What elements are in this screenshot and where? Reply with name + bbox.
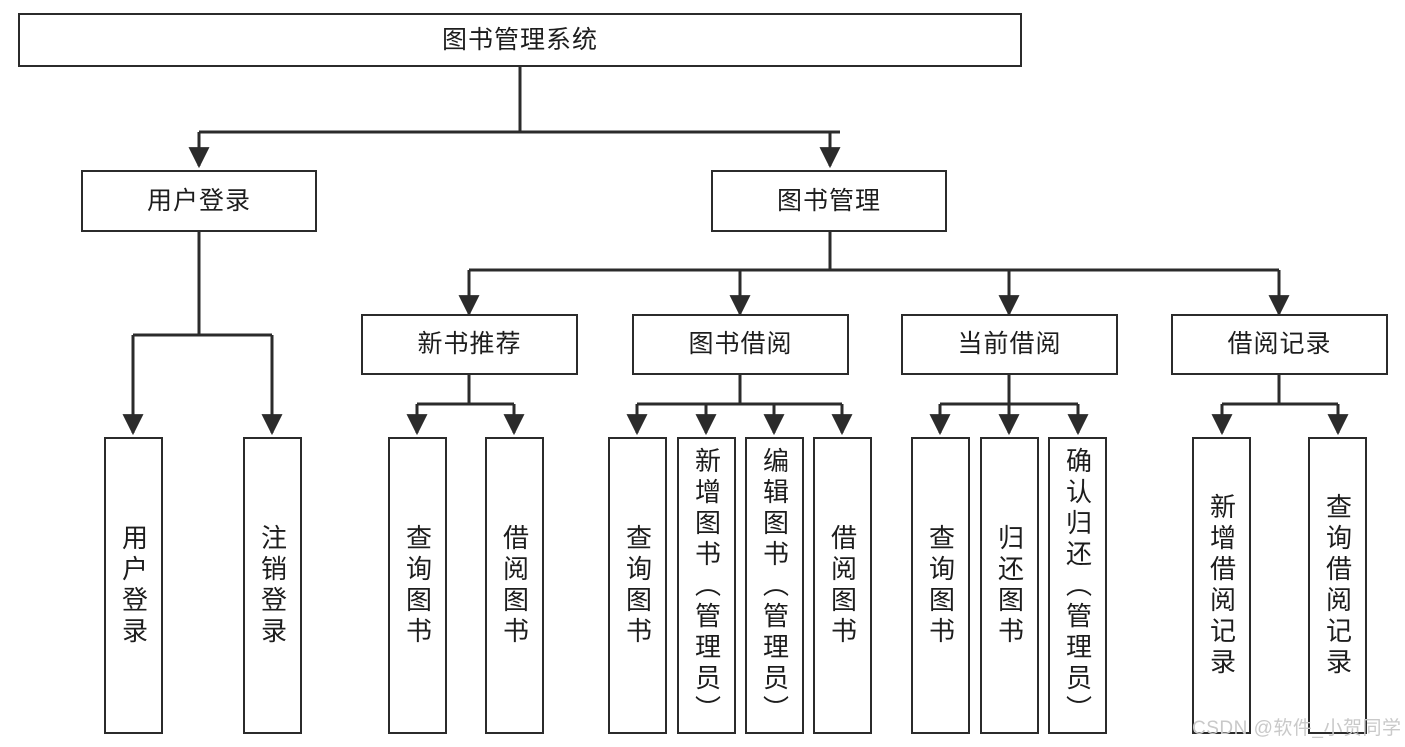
node-book-borrow[interactable]: 图书借阅 — [632, 314, 849, 375]
node-leaf-edit-book-admin[interactable]: 编辑图书（管理员） — [745, 437, 804, 734]
node-book-management-label: 图书管理 — [776, 186, 881, 215]
node-leaf-add-book-admin-label: 新增图书（管理员） — [691, 447, 722, 726]
node-book-borrow-label: 图书借阅 — [688, 330, 793, 359]
node-leaf-query-borrow-record[interactable]: 查询借阅记录 — [1308, 437, 1367, 734]
node-book-management[interactable]: 图书管理 — [711, 170, 947, 232]
node-leaf-user-login[interactable]: 用户登录 — [104, 437, 163, 734]
node-new-book-recommend-label: 新书推荐 — [417, 330, 522, 359]
node-leaf-user-login-label: 用户登录 — [118, 523, 149, 648]
node-user-login[interactable]: 用户登录 — [81, 170, 317, 232]
node-root-label: 图书管理系统 — [441, 25, 598, 54]
node-leaf-return-book[interactable]: 归还图书 — [980, 437, 1039, 734]
csdn-watermark: CSDN @软件_小贺同学 — [1192, 718, 1402, 739]
node-borrow-record-label: 借阅记录 — [1227, 330, 1332, 359]
node-leaf-borrow-book-1[interactable]: 借阅图书 — [485, 437, 544, 734]
node-borrow-record[interactable]: 借阅记录 — [1171, 314, 1388, 375]
node-leaf-query-book-1-label: 查询图书 — [402, 523, 433, 648]
node-leaf-borrow-book-2[interactable]: 借阅图书 — [813, 437, 872, 734]
node-leaf-query-book-2-label: 查询图书 — [622, 523, 653, 648]
node-leaf-query-book-1[interactable]: 查询图书 — [388, 437, 447, 734]
node-leaf-add-borrow-record[interactable]: 新增借阅记录 — [1192, 437, 1251, 734]
node-leaf-confirm-return-admin-label: 确认归还（管理员） — [1062, 447, 1093, 726]
node-leaf-add-borrow-record-label: 新增借阅记录 — [1206, 492, 1237, 679]
node-leaf-logout-label: 注销登录 — [257, 523, 288, 648]
node-leaf-borrow-book-2-label: 借阅图书 — [827, 523, 858, 648]
node-leaf-logout[interactable]: 注销登录 — [243, 437, 302, 734]
node-leaf-borrow-book-1-label: 借阅图书 — [499, 523, 530, 648]
node-user-login-label: 用户登录 — [146, 186, 251, 215]
node-current-borrow-label: 当前借阅 — [957, 330, 1062, 359]
node-leaf-return-book-label: 归还图书 — [994, 523, 1025, 648]
node-current-borrow[interactable]: 当前借阅 — [901, 314, 1118, 375]
node-leaf-query-borrow-record-label: 查询借阅记录 — [1322, 492, 1353, 679]
node-leaf-add-book-admin[interactable]: 新增图书（管理员） — [677, 437, 736, 734]
node-leaf-query-book-2[interactable]: 查询图书 — [608, 437, 667, 734]
node-leaf-edit-book-admin-label: 编辑图书（管理员） — [759, 447, 790, 726]
node-root[interactable]: 图书管理系统 — [18, 13, 1022, 67]
node-leaf-confirm-return-admin[interactable]: 确认归还（管理员） — [1048, 437, 1107, 734]
node-new-book-recommend[interactable]: 新书推荐 — [361, 314, 578, 375]
node-leaf-query-book-3-label: 查询图书 — [925, 523, 956, 648]
node-leaf-query-book-3[interactable]: 查询图书 — [911, 437, 970, 734]
